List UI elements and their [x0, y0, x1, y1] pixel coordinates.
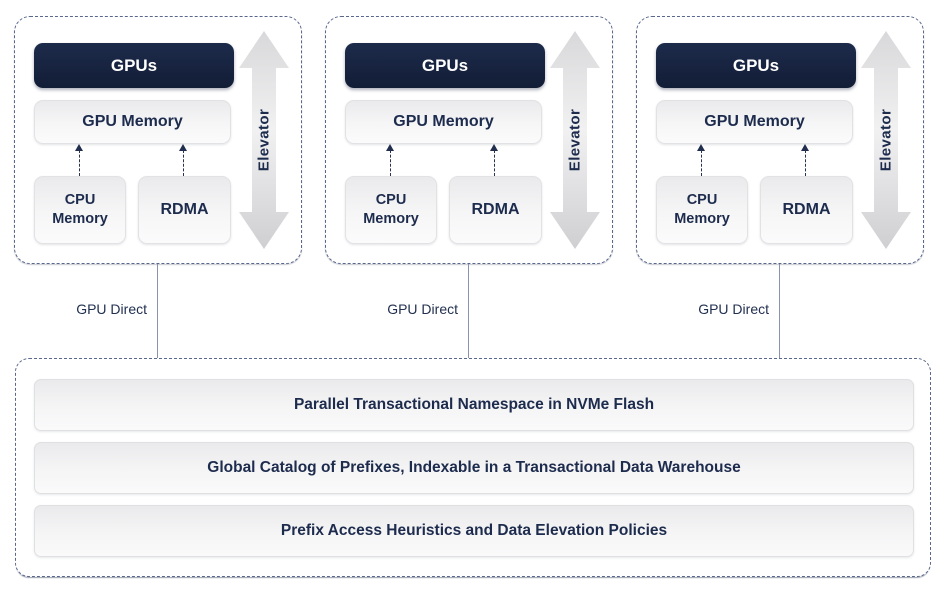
gpu-node-2: GPUs GPU Memory CPU Memory RDMA Elevator: [325, 16, 613, 264]
elevator-arrow-icon: Elevator: [861, 31, 911, 249]
gpus-box: GPUs: [345, 43, 545, 88]
elevator-label: Elevator: [877, 108, 895, 172]
gpu-direct-label: GPU Direct: [698, 301, 769, 317]
elevator-arrow-icon: Elevator: [550, 31, 600, 249]
elevator-label: Elevator: [255, 108, 273, 172]
gpu-direct-label: GPU Direct: [387, 301, 458, 317]
cpu-memory-box: CPU Memory: [345, 176, 437, 244]
up-arrow-icon: [801, 144, 809, 176]
storage-layer-catalog: Global Catalog of Prefixes, Indexable in…: [34, 442, 914, 494]
up-arrow-icon: [697, 144, 705, 176]
up-arrow-icon: [179, 144, 187, 176]
connector-line: [779, 264, 780, 358]
cpu-memory-box: CPU Memory: [34, 176, 126, 244]
cpu-memory-box: CPU Memory: [656, 176, 748, 244]
gpu-node-3: GPUs GPU Memory CPU Memory RDMA Elevator: [636, 16, 924, 264]
gpu-memory-box: GPU Memory: [345, 100, 542, 144]
gpu-memory-box: GPU Memory: [34, 100, 231, 144]
up-arrow-icon: [490, 144, 498, 176]
gpus-box: GPUs: [34, 43, 234, 88]
connector-line: [157, 264, 158, 358]
storage-layer-nvme: Parallel Transactional Namespace in NVMe…: [34, 379, 914, 431]
rdma-box: RDMA: [138, 176, 231, 244]
gpus-box: GPUs: [656, 43, 856, 88]
rdma-box: RDMA: [760, 176, 853, 244]
elevator-label: Elevator: [566, 108, 584, 172]
storage-layer-policies: Prefix Access Heuristics and Data Elevat…: [34, 505, 914, 557]
up-arrow-icon: [386, 144, 394, 176]
gpu-node-1: GPUs GPU Memory CPU Memory RDMA Elevator: [14, 16, 302, 264]
elevator-arrow-icon: Elevator: [239, 31, 289, 249]
up-arrow-icon: [75, 144, 83, 176]
gpu-memory-box: GPU Memory: [656, 100, 853, 144]
rdma-box: RDMA: [449, 176, 542, 244]
storage-box: Parallel Transactional Namespace in NVMe…: [15, 358, 931, 577]
gpu-direct-label: GPU Direct: [76, 301, 147, 317]
connector-line: [468, 264, 469, 358]
